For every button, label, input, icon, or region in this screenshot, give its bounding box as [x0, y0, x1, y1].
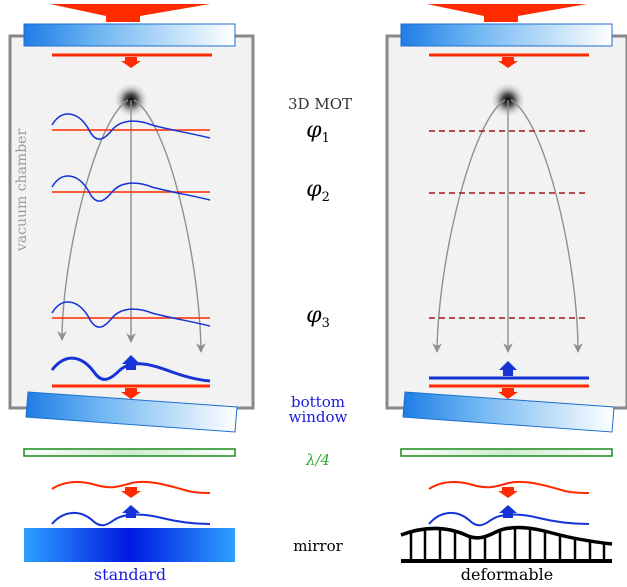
bottom-window-right	[402, 391, 615, 433]
phi2-label: φ2	[306, 177, 330, 205]
blue-up-arrow-icon	[122, 355, 140, 370]
trajectory-left	[57, 99, 129, 341]
chamber-wall-right	[385, 34, 627, 410]
wavefront-2-left	[51, 175, 211, 202]
outside-red-wave-left	[51, 480, 211, 494]
vacuum-chamber-label: vacuum chamber	[14, 129, 30, 253]
outside-blue-wave-right	[428, 512, 590, 527]
right-panel	[385, 4, 627, 563]
top-window-right	[400, 23, 613, 47]
phi1-subscript: 1	[322, 131, 330, 146]
phi3-symbol: φ	[306, 303, 322, 328]
quarter-wave-plate-left	[23, 448, 236, 457]
standard-label: standard	[94, 565, 166, 584]
quarter-wave-plate-right	[400, 448, 613, 457]
phi1-symbol: φ	[306, 118, 322, 143]
bottom-window-left	[25, 391, 238, 433]
red-down-arrow-icon	[121, 388, 141, 399]
phi1-label: φ1	[306, 118, 330, 146]
top-window-left	[23, 23, 236, 47]
mirror-label: mirror	[293, 537, 343, 555]
mot-label: 3D MOT	[288, 95, 352, 113]
blue-up-arrow-icon	[122, 505, 140, 518]
outside-blue-wave-left	[51, 512, 211, 527]
quarter-wave-label: λ/4	[305, 451, 330, 469]
bottom-window-label-line1: bottom	[291, 393, 345, 411]
wavefront-3-left	[51, 301, 211, 328]
wavefront-bottom-left	[50, 356, 211, 383]
left-panel	[8, 4, 255, 562]
trajectory-right	[510, 99, 583, 353]
red-down-arrow-icon	[121, 57, 141, 68]
top-beam-arrow-left	[50, 4, 210, 22]
standard-mirror	[24, 528, 235, 562]
chamber-wall-left	[8, 34, 255, 410]
red-down-arrow-icon	[498, 57, 518, 68]
trajectory-right	[133, 99, 206, 353]
trajectory-left	[432, 99, 506, 353]
blue-up-arrow-icon	[499, 361, 517, 376]
phi3-subscript: 3	[322, 316, 330, 331]
top-beam-arrow-right	[427, 4, 587, 22]
phi2-symbol: φ	[306, 177, 322, 202]
red-down-arrow-icon	[498, 388, 518, 399]
deformable-mirror	[400, 525, 613, 563]
red-down-arrow-icon	[498, 487, 518, 498]
red-down-arrow-icon	[121, 487, 141, 498]
phi3-label: φ3	[306, 303, 330, 331]
wavefront-1-left	[51, 113, 211, 140]
phi2-subscript: 2	[322, 190, 330, 205]
outside-red-wave-right	[428, 480, 590, 494]
bottom-window-label-line2: window	[289, 408, 348, 426]
deformable-label: deformable	[461, 565, 553, 584]
blue-up-arrow-icon	[499, 505, 517, 518]
